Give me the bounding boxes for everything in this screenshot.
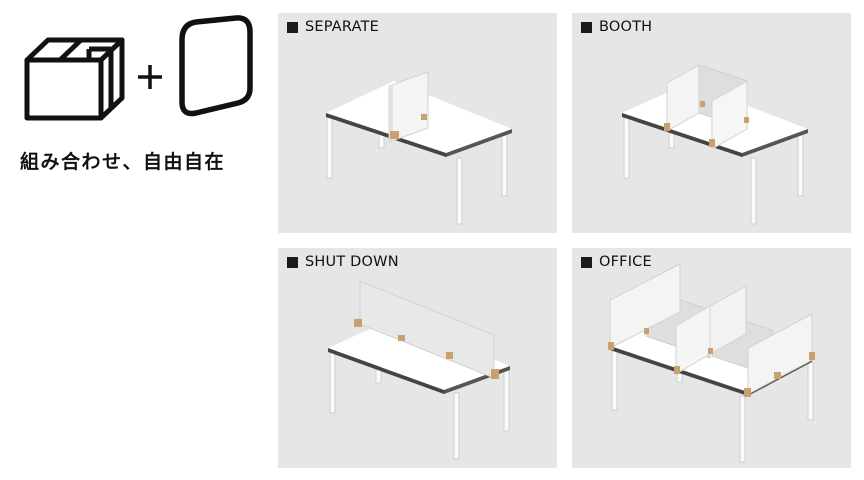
square-bullet-icon bbox=[287, 256, 298, 268]
intro-section: 組み合わせ、自由自在 bbox=[0, 0, 270, 200]
desk-illustration-booth bbox=[622, 64, 808, 225]
panel-title: SHUT DOWN bbox=[287, 254, 399, 270]
rounded-panel-icon bbox=[179, 15, 253, 117]
panel-office: OFFICE bbox=[572, 248, 851, 468]
desk-illustration-shut-down bbox=[328, 280, 510, 460]
square-bullet-icon bbox=[581, 256, 592, 268]
panel-separate: SEPARATE bbox=[278, 13, 557, 233]
plus-operator bbox=[138, 65, 162, 89]
box-icon bbox=[24, 37, 125, 121]
panel-label: OFFICE bbox=[599, 254, 652, 270]
tagline: 組み合わせ、自由自在 bbox=[20, 151, 226, 173]
panel-label: BOOTH bbox=[599, 19, 653, 35]
panel-booth: BOOTH bbox=[572, 13, 851, 233]
panel-title: BOOTH bbox=[581, 19, 652, 35]
square-bullet-icon bbox=[581, 21, 592, 33]
panel-label: SHUT DOWN bbox=[305, 254, 399, 270]
panel-title: SEPARATE bbox=[287, 19, 379, 35]
panel-label: SEPARATE bbox=[305, 19, 380, 35]
panel-shut-down: SHUT DOWN bbox=[278, 248, 557, 468]
panel-title: OFFICE bbox=[581, 254, 652, 270]
desk-illustration-office bbox=[608, 263, 815, 463]
intro-illustration bbox=[24, 15, 253, 121]
desk-illustration-separate bbox=[326, 71, 512, 225]
square-bullet-icon bbox=[287, 21, 298, 33]
